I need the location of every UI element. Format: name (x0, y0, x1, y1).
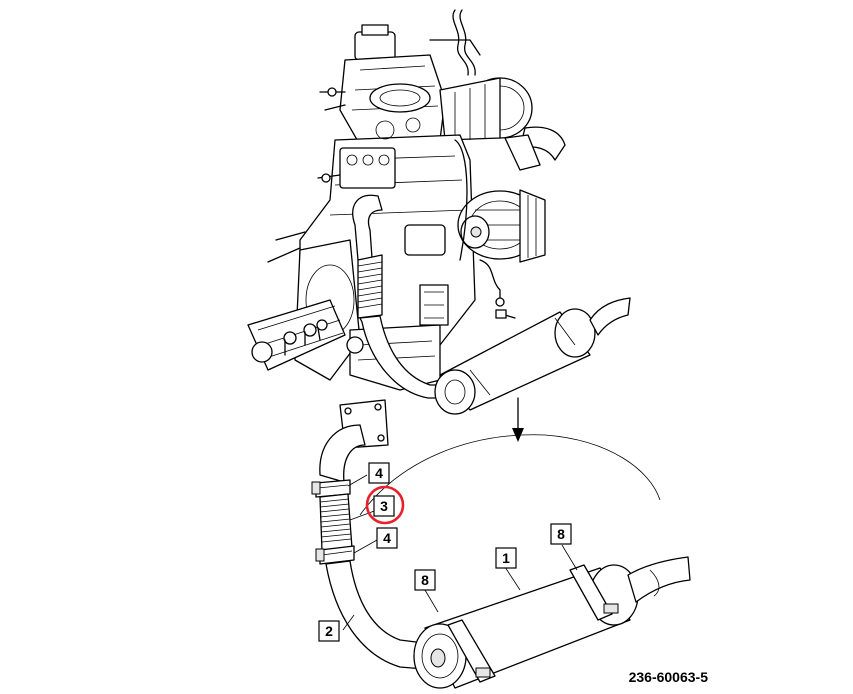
callout-4-lower: 4 (376, 527, 398, 549)
svg-text:4: 4 (375, 465, 383, 481)
callout-4-upper: 4 (368, 462, 390, 484)
svg-text:3: 3 (380, 498, 388, 514)
callout-8-left: 8 (414, 569, 436, 591)
svg-text:8: 8 (421, 572, 429, 588)
svg-text:4: 4 (383, 530, 391, 546)
leader-lines (342, 474, 578, 631)
highlight-ring (365, 485, 405, 525)
figure-code: 236-60063-5 (629, 669, 709, 685)
detail-outline-arc (359, 434, 661, 516)
callout-2: 2 (318, 620, 340, 642)
exhaust-pipe-assembly (311, 399, 691, 689)
engine-assembly (247, 9, 631, 415)
callout-3: 3 (365, 485, 405, 525)
svg-text:1: 1 (502, 550, 510, 566)
svg-text:8: 8 (557, 526, 565, 542)
svg-text:2: 2 (325, 623, 333, 639)
callout-8-right: 8 (550, 523, 572, 545)
callout-1: 1 (495, 547, 517, 569)
